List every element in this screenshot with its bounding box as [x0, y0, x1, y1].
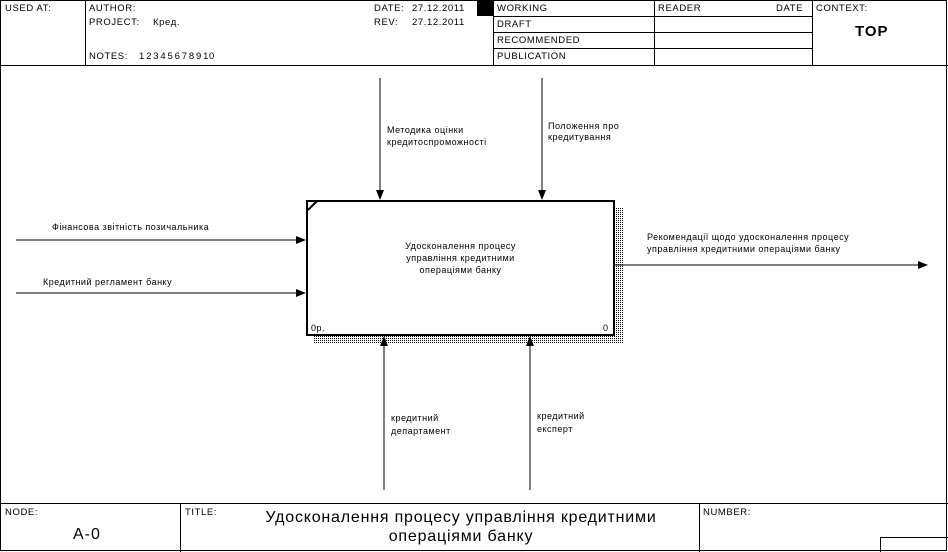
output-label-line: Рекомендації щодо удосконалення процесу [647, 232, 850, 242]
output-label: Рекомендації щодо удосконалення процесу … [647, 231, 849, 255]
notes-numbers: 1 2 3 4 5 6 7 8 9 10 [139, 51, 215, 62]
control-label-1: Методика оцінки кредитоспроможності [387, 124, 487, 148]
activity-name-line: Удосконалення процесу [405, 241, 516, 251]
activity-name-line: управління кредитними [406, 253, 515, 263]
control-label-2: Положення про кредитування [548, 121, 619, 143]
status-recommended: RECOMMENDED [497, 35, 581, 46]
mechanism-label-2: кредитний експерт [537, 410, 585, 436]
title-label: TITLE: [185, 507, 218, 518]
box-shadow-right [614, 208, 623, 343]
output-label-line: управління кредитними операціями банку [647, 244, 841, 254]
input-label-2: Кредитний регламент банку [43, 277, 173, 287]
box-corner-mark [307, 200, 318, 211]
mechanism-label-line: експерт [537, 424, 573, 434]
control-label-line: Положення про [548, 121, 620, 131]
footer-frame [0, 503, 948, 552]
project-label: PROJECT: [89, 17, 140, 28]
activity-number: 0 [603, 323, 609, 333]
number-label: NUMBER: [703, 507, 752, 518]
diagram-title-line: операціями банку [388, 528, 534, 545]
notes-label: NOTES: [89, 51, 128, 62]
activity-name-line: операціями банку [419, 265, 502, 275]
mechanism-label-line: департамент [391, 426, 451, 436]
activity-cost: 0р. [311, 323, 326, 333]
status-working: WORKING [497, 3, 548, 14]
activity-box [306, 200, 615, 336]
control-label-line: кредитоспроможності [387, 137, 487, 147]
working-status-marker [477, 1, 494, 16]
mechanism-label-line: кредитний [537, 411, 585, 421]
control-label-line: Методика оцінки [387, 125, 464, 135]
status-draft: DRAFT [497, 19, 532, 30]
reader-label: READER [658, 3, 702, 14]
used-at-label: USED AT: [5, 3, 52, 14]
node-value: A-0 [73, 526, 101, 543]
input-label-1: Фінансова звітність позичальника [52, 222, 210, 232]
diagram-title: Удосконалення процесу управління кредитн… [222, 508, 700, 546]
context-value: TOP [855, 23, 889, 40]
box-shadow-bottom [314, 334, 623, 343]
context-label: CONTEXT: [816, 3, 868, 14]
diagram-title-line: Удосконалення процесу управління кредитн… [265, 509, 657, 526]
author-label: AUTHOR: [89, 3, 136, 14]
mechanism-label-line: кредитний [391, 413, 439, 423]
control-label-line: кредитування [548, 132, 612, 142]
reader-date-label: DATE [776, 3, 804, 14]
project-value: Кред. [153, 17, 181, 28]
rev-value: 27.12.2011 [412, 17, 465, 28]
rev-label: REV: [374, 17, 399, 28]
date-label: DATE: [374, 3, 405, 14]
status-publication: PUBLICATION [497, 51, 567, 62]
node-label: NODE: [5, 507, 39, 518]
mechanism-label-1: кредитний департамент [391, 412, 451, 438]
date-value: 27.12.2011 [412, 3, 465, 14]
activity-name: Удосконалення процесу управління кредитн… [307, 240, 614, 276]
